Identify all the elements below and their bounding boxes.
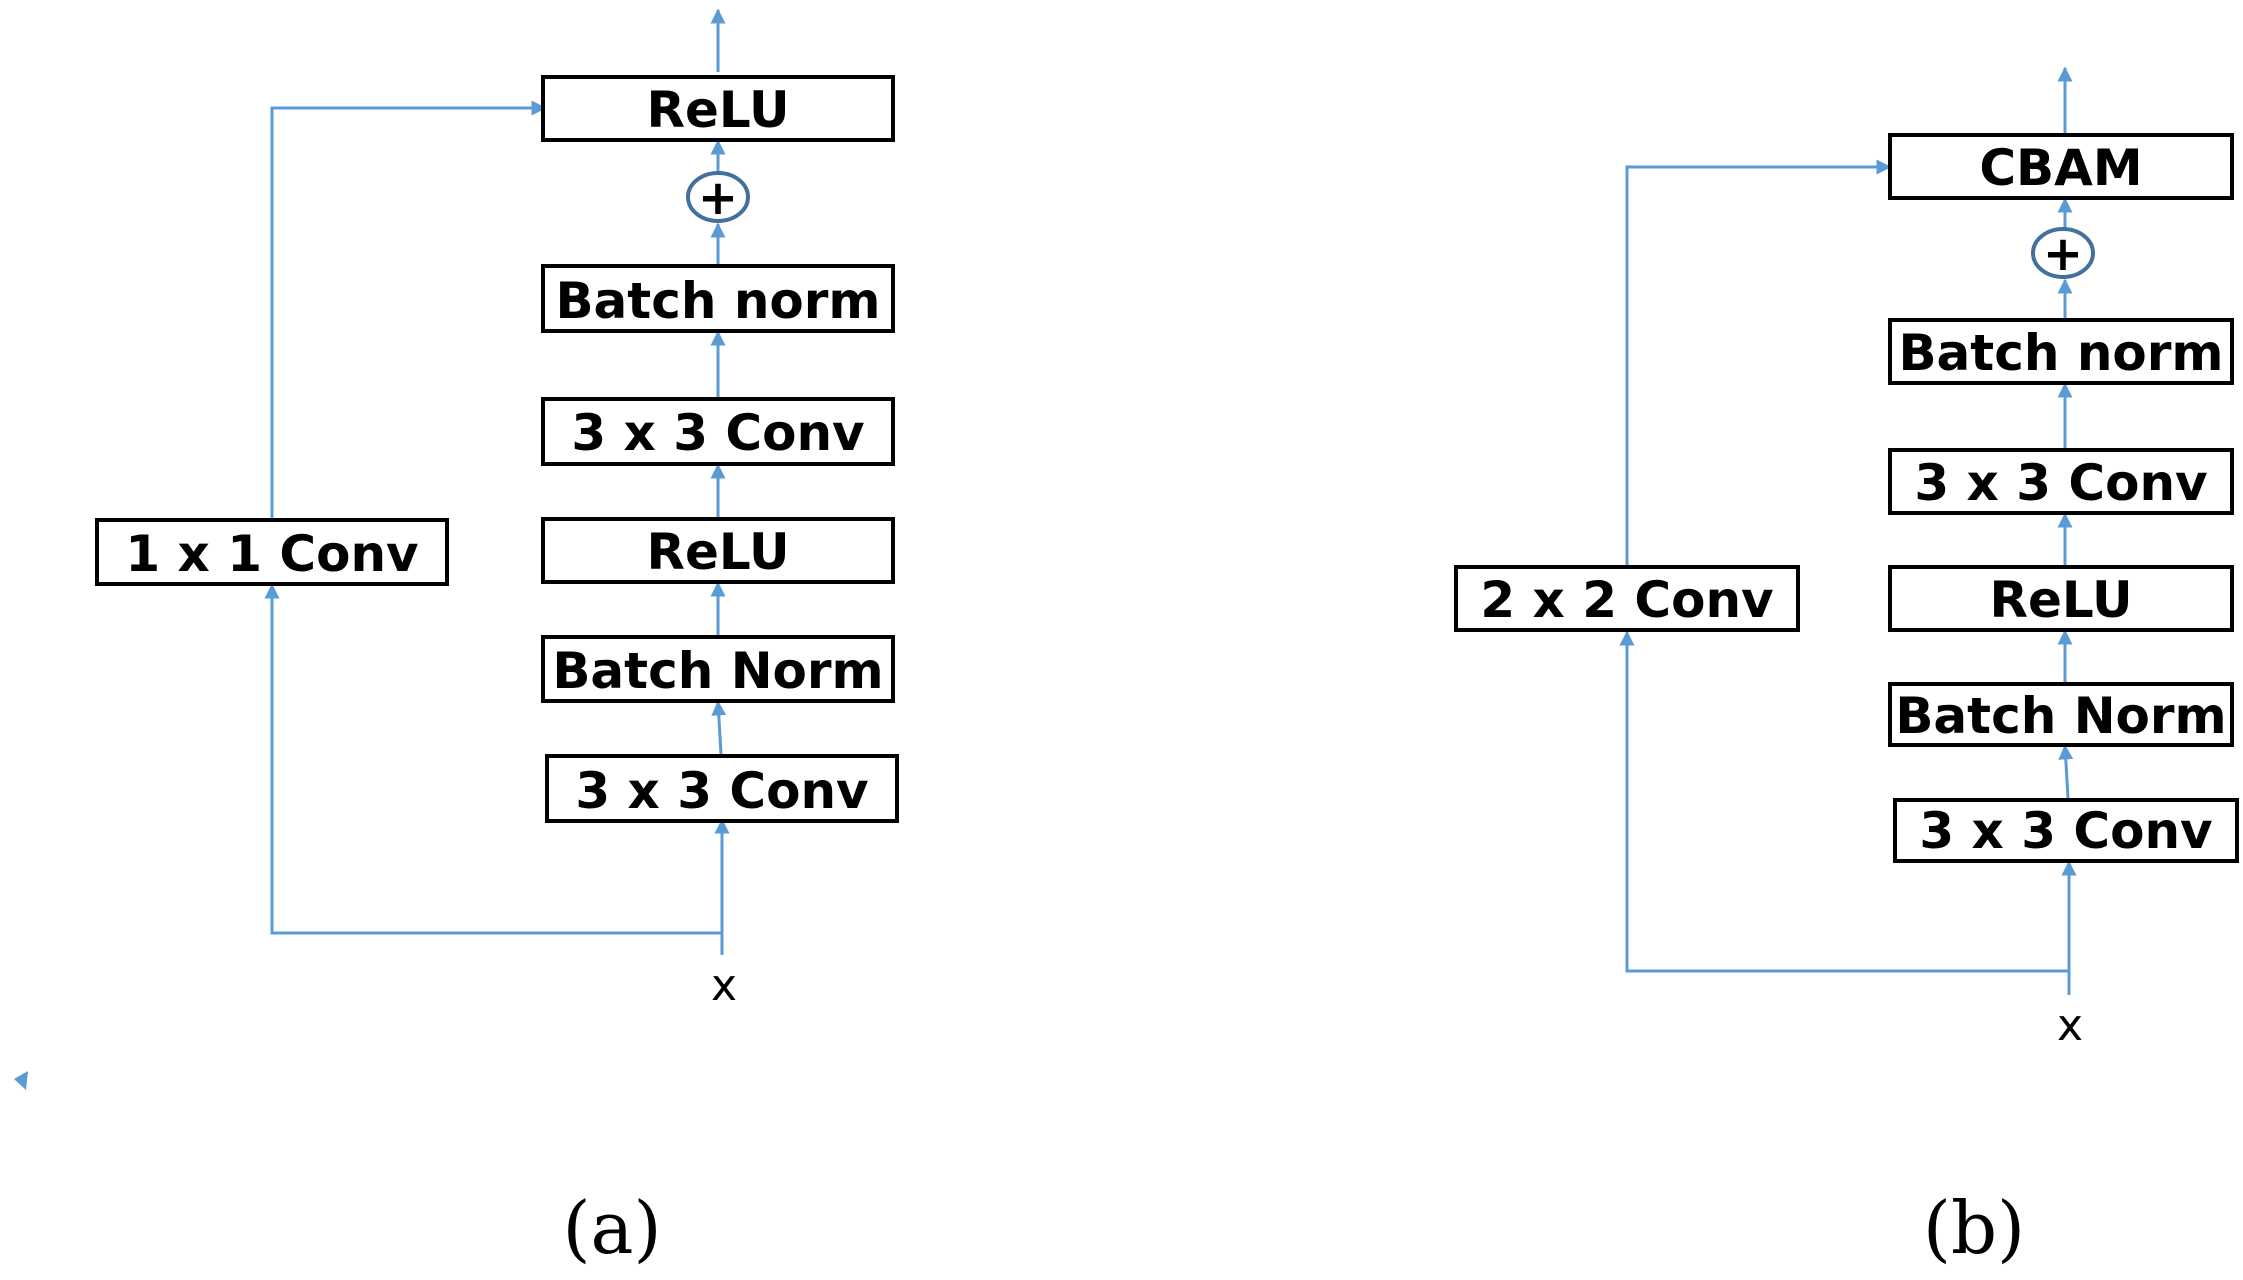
relu-block: ReLU bbox=[541, 517, 895, 584]
block-label: ReLU bbox=[1989, 571, 2132, 629]
plus-icon: + bbox=[2043, 226, 2083, 282]
block-label: Batch Norm bbox=[1895, 687, 2226, 745]
shortcut-conv-block: 1 x 1 Conv bbox=[95, 518, 449, 586]
input-label: x bbox=[711, 960, 737, 1011]
batch-norm-block: Batch norm bbox=[541, 264, 895, 333]
block-label: 3 x 3 Conv bbox=[1914, 454, 2207, 512]
block-label: 3 x 3 Conv bbox=[571, 404, 864, 462]
relu-output-block: ReLU bbox=[541, 75, 895, 142]
conv3x3-block-1: 3 x 3 Conv bbox=[545, 754, 899, 823]
block-label: 2 x 2 Conv bbox=[1480, 571, 1773, 629]
stray-arrowhead bbox=[14, 1071, 28, 1090]
block-label: Batch norm bbox=[555, 272, 880, 330]
shortcut-conv-block: 2 x 2 Conv bbox=[1454, 565, 1800, 632]
skip-path-lower bbox=[1619, 630, 2069, 973]
caption-a: (a) bbox=[562, 1186, 661, 1270]
sum-node: + bbox=[2031, 226, 2095, 282]
block-label: Batch Norm bbox=[552, 642, 883, 700]
panel-b: CBAM + Batch norm 3 x 3 Conv ReLU Batch … bbox=[1454, 66, 2239, 1270]
block-label: 3 x 3 Conv bbox=[575, 762, 868, 820]
block-label: CBAM bbox=[1979, 139, 2142, 197]
conv3x3-block-2: 3 x 3 Conv bbox=[541, 397, 895, 466]
skip-path-upper bbox=[1625, 159, 1892, 566]
relu-block: ReLU bbox=[1888, 565, 2234, 632]
panel-a: ReLU + Batch norm 3 x 3 Conv ReLU Batch … bbox=[95, 8, 899, 1270]
block-label: ReLU bbox=[646, 81, 789, 139]
skip-path-upper bbox=[270, 100, 547, 519]
input-label: x bbox=[2057, 1000, 2083, 1051]
conv3x3-block-2: 3 x 3 Conv bbox=[1888, 448, 2234, 515]
block-label: 3 x 3 Conv bbox=[1919, 802, 2212, 860]
caption-b: (b) bbox=[1923, 1186, 2025, 1270]
skip-path-lower bbox=[264, 583, 722, 935]
plus-icon: + bbox=[698, 170, 738, 226]
batch-norm-block: Batch norm bbox=[1888, 318, 2234, 385]
block-label: ReLU bbox=[646, 523, 789, 581]
cbam-block: CBAM bbox=[1888, 133, 2234, 200]
batch-norm-block-2: Batch Norm bbox=[541, 635, 895, 703]
batch-norm-block-2: Batch Norm bbox=[1888, 682, 2234, 747]
block-label: Batch norm bbox=[1898, 324, 2223, 382]
panel-a-arrows bbox=[264, 8, 730, 955]
sum-node: + bbox=[686, 170, 750, 226]
conv3x3-block-1: 3 x 3 Conv bbox=[1893, 798, 2239, 863]
panel-b-arrows bbox=[1619, 66, 2077, 995]
block-label: 1 x 1 Conv bbox=[125, 525, 418, 583]
